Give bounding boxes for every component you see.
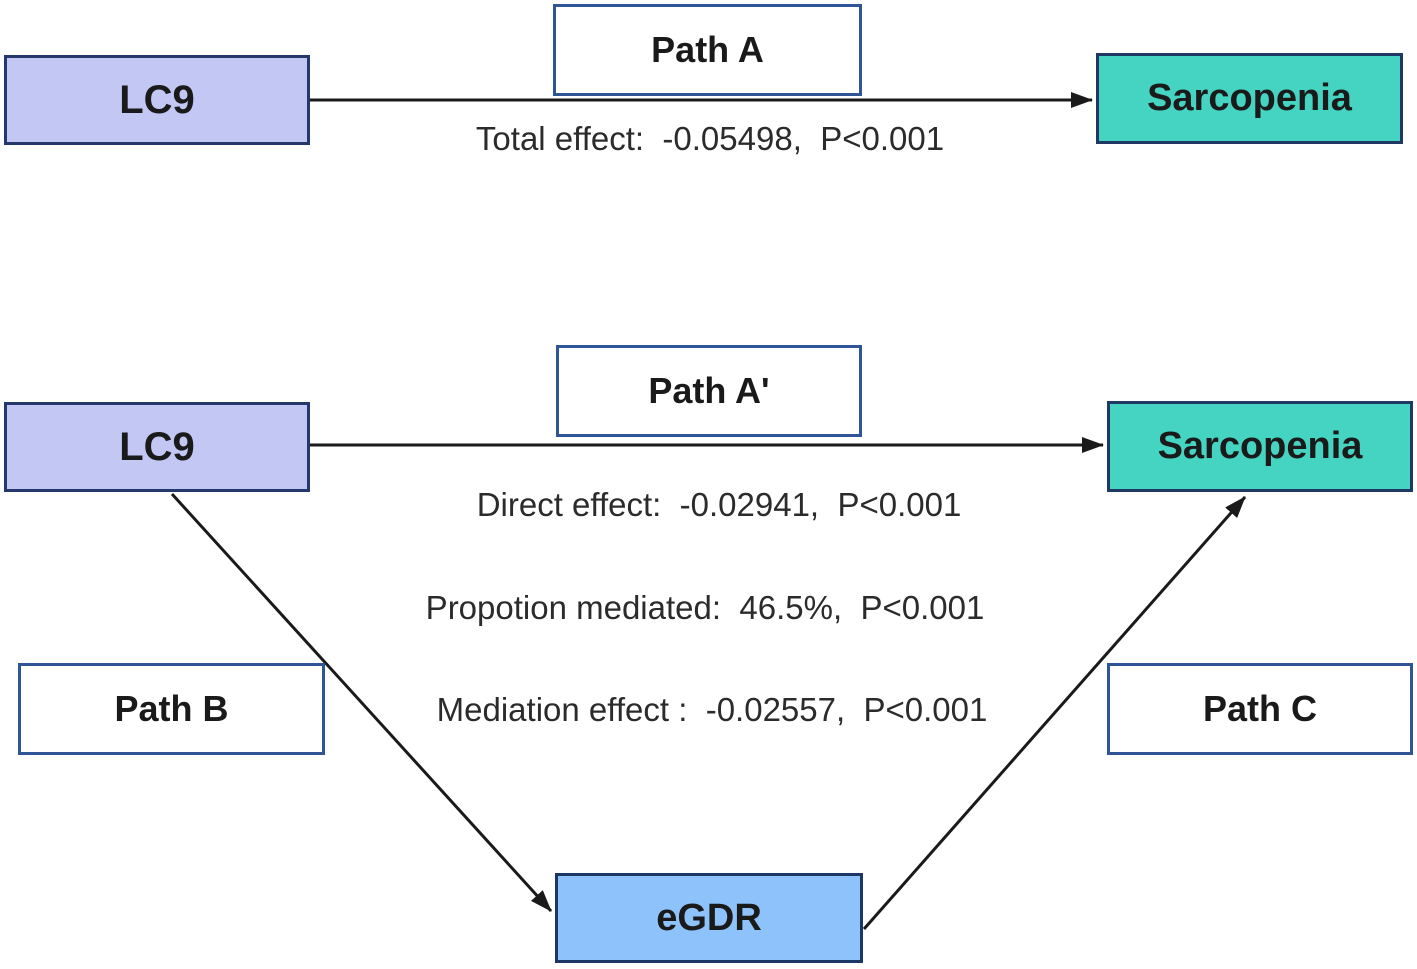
path-a-prime-label-box: Path A' (556, 345, 862, 437)
path-b-arrow (170, 492, 553, 913)
path-a-label-box: Path A (553, 4, 862, 96)
mediation-model-outcome-box: Sarcopenia (1107, 401, 1413, 492)
direct-effect-text: Direct effect: -0.02941, P<0.001 (476, 486, 962, 523)
mediation-model-outcome-label: Sarcopenia (1157, 425, 1363, 467)
mediation-model-mediator-label: eGDR (656, 896, 762, 939)
total-model-outcome-label: Sarcopenia (1147, 77, 1352, 119)
mediation-model-exposure-label: LC9 (119, 424, 195, 469)
path-c-label-box: Path C (1107, 663, 1413, 755)
path-a-prime-label: Path A' (648, 370, 770, 411)
mediation-effect-text: Mediation effect : -0.02557, P<0.001 (436, 691, 988, 728)
mediation-model-exposure-box: LC9 (4, 402, 310, 492)
path-c-label: Path C (1202, 688, 1317, 729)
path-b-label: Path B (114, 688, 229, 729)
total-effect-text: Total effect: -0.05498, P<0.001 (475, 120, 945, 157)
path-a-label: Path A (651, 29, 764, 70)
total-model-exposure-label: LC9 (119, 77, 195, 122)
path-b-label-box: Path B (18, 663, 325, 755)
total-model-outcome-box: Sarcopenia (1096, 53, 1403, 144)
proportion-mediated-text: Propotion mediated: 46.5%, P<0.001 (425, 589, 985, 626)
total-model-exposure-box: LC9 (4, 55, 310, 145)
mediation-model-mediator-box: eGDR (555, 873, 863, 963)
path-c-arrow (862, 496, 1247, 930)
